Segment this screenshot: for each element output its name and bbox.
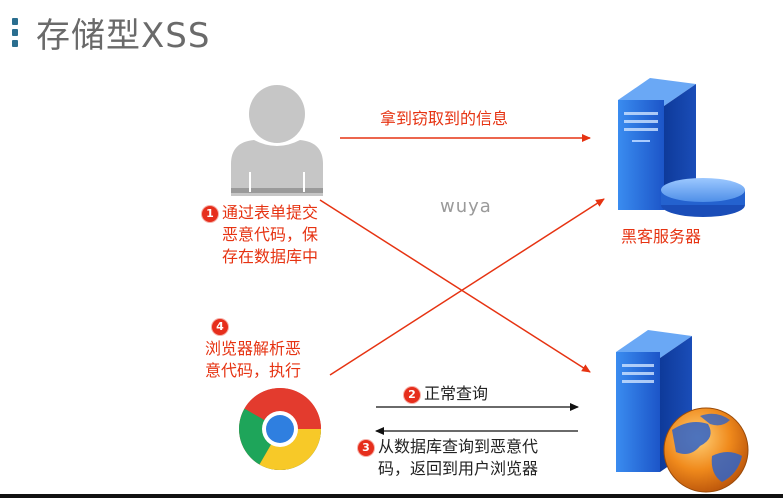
step1-line-3: 存在数据库中 (222, 247, 319, 266)
step4-line-1: 浏览器解析恶 (205, 339, 302, 358)
step4-badge-wrap: 4 (212, 316, 232, 335)
bottom-border (0, 494, 783, 498)
page-title: 存储型XSS (36, 16, 211, 56)
step3-badge: 3 (358, 440, 374, 456)
title-bullet-decoration (12, 18, 18, 54)
hacker-server-icon (618, 78, 745, 217)
step1-line-2: 恶意代码，保 (222, 225, 319, 244)
browser-to-hacker-arrow (329, 198, 605, 376)
steal-info-label: 拿到窃取到的信息 (380, 109, 509, 128)
watermark-text: wuya (440, 196, 492, 217)
step3-line-2: 码，返回到用户浏览器 (378, 459, 539, 478)
chrome-browser-icon (239, 388, 321, 470)
globe-icon (663, 407, 749, 493)
step4-badge: 4 (212, 319, 228, 335)
step2-badge: 2 (404, 387, 420, 403)
step4-label: 浏览器解析恶 意代码，执行 (205, 338, 301, 382)
user-icon (231, 85, 323, 196)
hacker-server-label: 黑客服务器 (621, 227, 702, 246)
step4-line-2: 意代码，执行 (205, 361, 302, 380)
submit-to-server-arrow (319, 199, 591, 373)
step1-badge: 1 (202, 206, 218, 222)
